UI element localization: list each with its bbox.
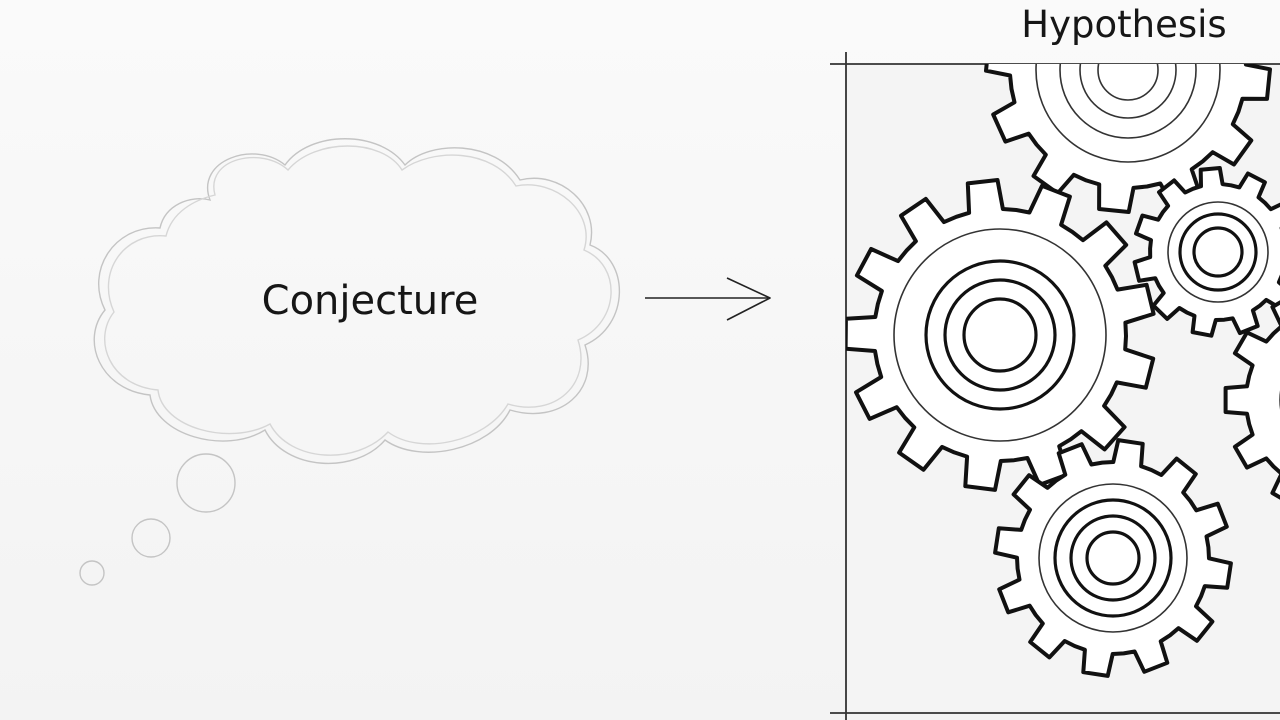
gear-large (846, 178, 1156, 492)
gear-large-ring-2 (924, 259, 1076, 411)
gear-large-ring-4 (962, 297, 1038, 373)
gear-top-ring-4 (1097, 64, 1159, 101)
gear-bottom-ring-4 (1085, 530, 1141, 586)
transition-arrow (645, 277, 771, 321)
gear-small-right-ring-2 (1178, 212, 1258, 292)
hypothesis-label: Hypothesis (1021, 3, 1226, 46)
gear-large-ring-3 (943, 278, 1057, 392)
thought-cloud: Conjecture (79, 138, 621, 586)
thought-bubble-medium (131, 518, 171, 558)
gear-bottom-ring-2 (1053, 498, 1173, 618)
gear-edge-right (1223, 300, 1280, 500)
arrow-head (726, 277, 771, 321)
gear-top-ring-3 (1079, 64, 1177, 119)
gear-top-ring-2 (1059, 64, 1197, 139)
gear-top-ring-1 (1035, 64, 1221, 163)
thought-bubble-large (176, 453, 236, 513)
thought-cloud-shape (93, 138, 621, 465)
gear-bottom-ring-1 (1038, 483, 1188, 633)
gear-cluster (846, 64, 1280, 678)
thought-bubble-small (79, 560, 105, 586)
gear-small-right-ring-3 (1192, 226, 1244, 278)
gear-small-right-ring-1 (1167, 201, 1269, 303)
gear-group (846, 64, 1280, 678)
gear-bottom (993, 438, 1233, 678)
gear-small-right (1132, 166, 1280, 338)
conjecture-label: Conjecture (262, 278, 479, 324)
gear-large-ring-1 (893, 228, 1107, 442)
gear-bottom-ring-3 (1069, 514, 1157, 602)
hypothesis-box: Hypothesis (830, 3, 1280, 720)
thought-cloud-outline-2 (104, 145, 612, 456)
